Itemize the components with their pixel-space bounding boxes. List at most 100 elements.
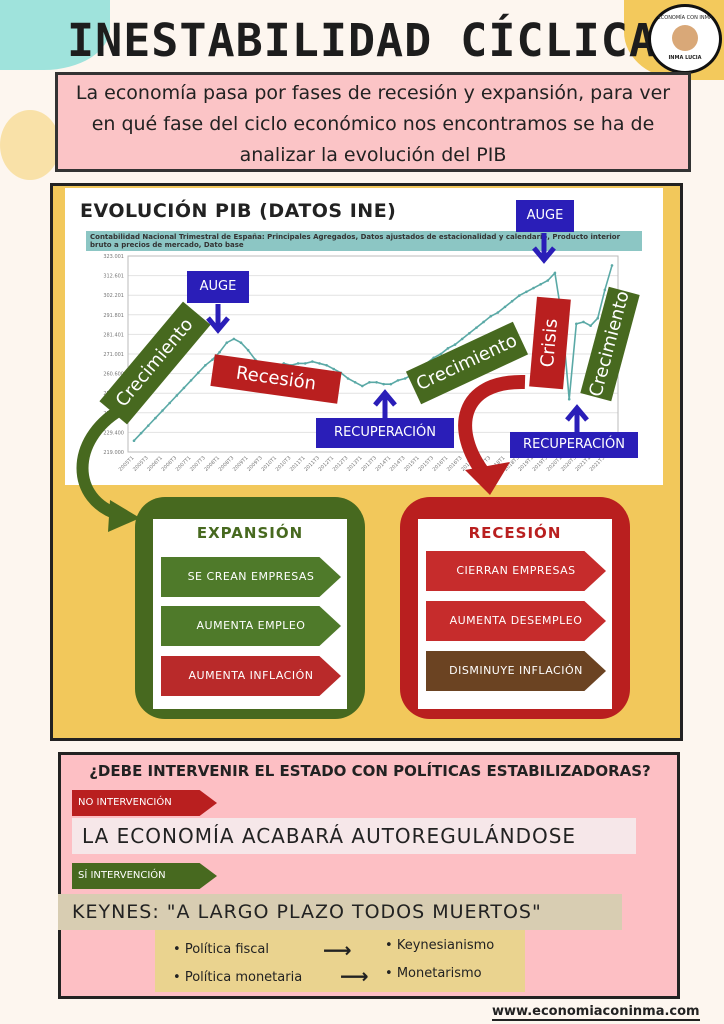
- intro-line: en qué fase del ciclo económico nos enco…: [91, 113, 655, 135]
- arrow-down-icon: [206, 304, 230, 334]
- label-auge: AUGE: [187, 271, 249, 303]
- data-point: [232, 337, 236, 341]
- data-point: [161, 409, 164, 412]
- y-tick-label: 229.400: [103, 430, 124, 436]
- chart-subtitle: Contabilidad Nacional Trimestral de Espa…: [86, 231, 642, 251]
- data-point: [453, 343, 457, 346]
- data-point: [610, 264, 614, 267]
- recesion-item: DISMINUYE INFLACIÓN: [426, 651, 606, 691]
- arrows-layer: [76, 233, 589, 532]
- data-point: [539, 282, 542, 286]
- data-point: [175, 394, 179, 397]
- data-point: [460, 337, 464, 341]
- label-recuperacion: RECUPERACIÓN: [510, 432, 638, 458]
- data-point: [332, 367, 336, 371]
- y-tick-label: 219.000: [103, 450, 124, 456]
- y-tick-label: 271.001: [103, 352, 124, 358]
- chart-title: EVOLUCIÓN PIB (DATOS INE): [80, 200, 397, 222]
- data-point: [196, 371, 200, 375]
- arrow-down-icon: [532, 233, 556, 264]
- intro-line: analizar la evolución del PIB: [239, 144, 507, 166]
- data-point: [489, 315, 493, 318]
- data-point: [246, 348, 250, 352]
- y-tick-label: 260.600: [103, 372, 124, 378]
- data-point: [154, 416, 157, 420]
- data-point: [517, 294, 521, 297]
- data-point: [382, 382, 386, 386]
- no-intervention-text: LA ECONOMÍA ACABARÁ AUTOREGULÁNDOSE: [72, 818, 636, 854]
- data-point: [403, 377, 407, 380]
- expansion-item: AUMENTA INFLACIÓN: [161, 656, 341, 696]
- recesion-title: RECESIÓN: [468, 524, 562, 542]
- data-point: [503, 305, 507, 309]
- no-intervention-flag: NO INTERVENCIÓN: [72, 790, 217, 816]
- data-point: [375, 380, 378, 384]
- data-point: [239, 341, 243, 344]
- policy-item: • Keynesianismo: [385, 938, 495, 953]
- policy-left: Política monetaria: [184, 970, 303, 985]
- data-point: [496, 311, 500, 314]
- policy-right: Monetarismo: [396, 966, 482, 981]
- arrow-up-icon: [565, 404, 589, 432]
- policy-list: • Política fiscal ⟶ • Keynesianismo • Po…: [155, 930, 525, 992]
- expansion-title: EXPANSIÓN: [196, 524, 304, 542]
- data-point: [168, 401, 171, 405]
- expansion-item: SE CREAN EMPRESAS: [161, 557, 341, 597]
- logo-text: INMA LUCIA: [668, 55, 702, 61]
- page-title: INESTABILIDAD CÍCLICA: [67, 14, 657, 67]
- logo-text: ECONOMÍA CON INMA: [657, 15, 713, 21]
- data-point: [596, 316, 600, 320]
- data-point: [546, 279, 550, 282]
- data-point: [468, 331, 471, 335]
- intro-line: La economía pasa por fases de recesión y…: [75, 82, 671, 104]
- label-recuperacion: RECUPERACIÓN: [316, 418, 454, 448]
- keynes-quote: KEYNES: "A LARGO PLAZO TODOS MUERTOS": [58, 894, 622, 930]
- policy-right: Keynesianismo: [396, 938, 495, 953]
- intro-box: La economía pasa por fases de recesión y…: [55, 72, 691, 172]
- policy-item: • Política fiscal: [173, 942, 270, 957]
- recesion-item: AUMENTA DESEMPLEO: [426, 601, 606, 641]
- y-tick-label: 291.801: [103, 313, 124, 319]
- website-link[interactable]: www.economiaconinma.com: [492, 1004, 700, 1021]
- data-point: [353, 380, 357, 384]
- data-point: [346, 377, 350, 380]
- data-point: [360, 384, 364, 388]
- data-point: [182, 386, 186, 390]
- data-point: [139, 431, 143, 435]
- yes-intervention-flag: SÍ INTERVENCIÓN: [72, 863, 217, 889]
- recesion-card: RECESIÓN CIERRAN EMPRESAS AUMENTA DESEMP…: [400, 497, 630, 719]
- data-point: [603, 288, 607, 292]
- data-point: [189, 379, 193, 382]
- data-point: [296, 362, 300, 365]
- expansion-card: EXPANSIÓN SE CREAN EMPRESAS AUMENTA EMPL…: [135, 497, 365, 719]
- policy-left: Política fiscal: [184, 942, 270, 957]
- avatar: [672, 25, 698, 51]
- curved-arrow-icon: [76, 404, 124, 521]
- decor-blob: [0, 110, 60, 180]
- policy-item: • Política monetaria: [173, 970, 303, 985]
- data-point: [589, 324, 592, 328]
- data-point: [582, 320, 585, 324]
- data-point: [325, 364, 328, 367]
- arrow-up-icon: [373, 389, 397, 418]
- data-point: [532, 286, 535, 290]
- y-tick-label: 302.201: [103, 293, 124, 299]
- arrowhead-icon: [465, 462, 510, 495]
- logo: ECONOMÍA CON INMA INMA LUCIA: [648, 4, 722, 74]
- data-point: [368, 380, 371, 384]
- data-point: [204, 364, 207, 367]
- data-point: [389, 382, 393, 386]
- expansion-item: AUMENTA EMPLEO: [161, 606, 341, 646]
- curved-arrow-icon: [458, 374, 526, 480]
- data-point: [225, 341, 229, 344]
- arrow-right-icon: ⟶: [340, 964, 369, 988]
- data-point: [575, 322, 578, 326]
- data-point: [132, 439, 136, 442]
- data-point: [446, 347, 450, 350]
- data-point: [303, 362, 307, 365]
- y-tick-label: 323.001: [103, 254, 124, 260]
- data-point: [311, 360, 314, 363]
- arrow-right-icon: ⟶: [323, 938, 352, 962]
- data-point: [567, 397, 571, 401]
- recesion-item: CIERRAN EMPRESAS: [426, 551, 606, 591]
